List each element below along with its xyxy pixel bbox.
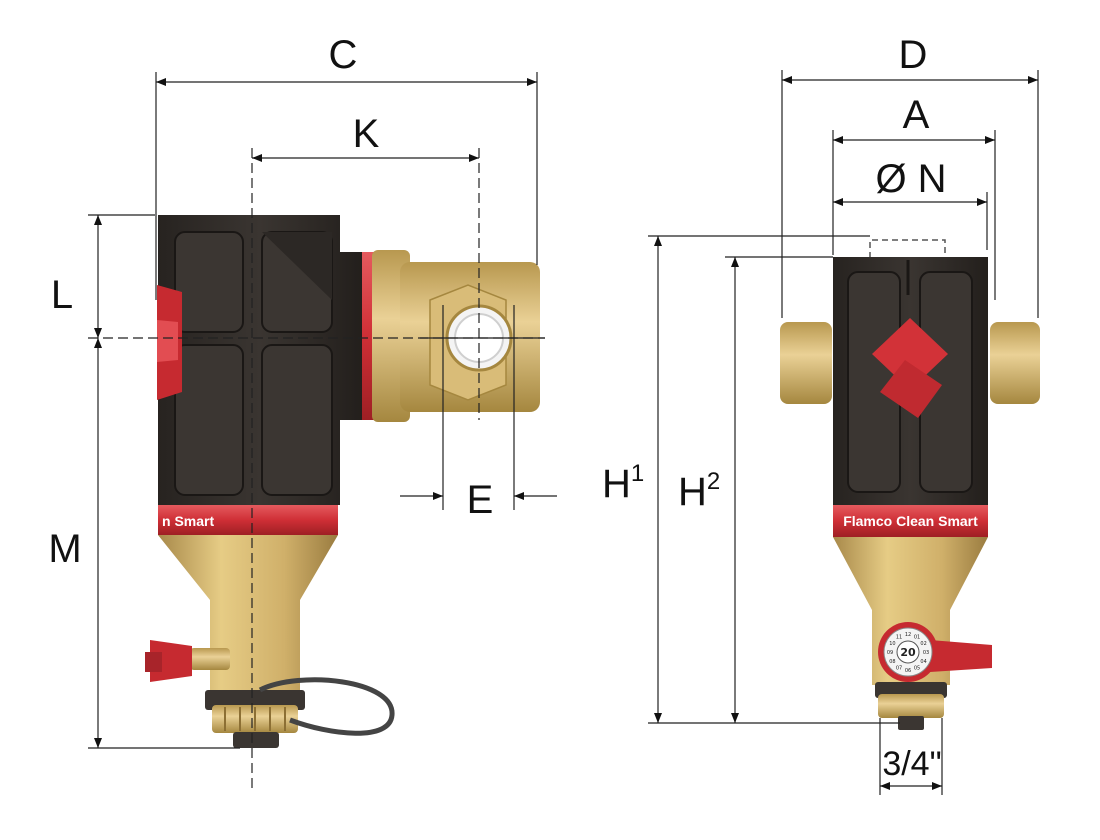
dial-value: 20 [900, 646, 916, 659]
side-cable-loop [258, 677, 395, 736]
dimension-labels: C K L M E D A Ø N H1 H2 3/4" [48, 33, 946, 783]
front-red-band: Flamco Clean Smart [833, 505, 988, 537]
dial-tick-label: 09 [887, 650, 893, 656]
dim-label-k: K [353, 112, 380, 156]
dial-tick-label: 04 [920, 659, 926, 665]
side-outlet-port [352, 250, 540, 422]
dial-tick-label: 08 [889, 659, 895, 665]
front-body [833, 257, 988, 505]
front-drain-lever [930, 640, 992, 672]
front-brand-text: Flamco Clean Smart [843, 513, 978, 529]
dim-label-h1-sup: 1 [631, 460, 644, 487]
dim-label-n: Ø N [875, 157, 946, 201]
dial-tick-label: 12 [905, 632, 911, 638]
side-red-band: n Smart [158, 505, 338, 535]
dial-tick-label: 10 [889, 641, 895, 647]
dial-tick-label: 07 [896, 666, 902, 672]
dial-tick-label: 06 [905, 668, 911, 674]
dim-label-h2-base: H [678, 470, 707, 514]
front-side-ports [780, 322, 1040, 404]
side-body [158, 215, 362, 505]
dim-label-m: M [48, 527, 81, 571]
dial-tick-label: 05 [914, 666, 920, 672]
front-dashed-cap [869, 239, 946, 258]
flamco-logo [872, 318, 948, 418]
dim-label-h1-base: H [602, 462, 631, 506]
dial-tick-label: 02 [920, 641, 926, 647]
dim-label-l: L [51, 273, 73, 317]
side-drain-valve [145, 640, 230, 682]
dial-tick-label: 03 [923, 650, 929, 656]
dim-label-thread: 3/4" [882, 745, 941, 783]
dimension-lines [88, 70, 1039, 795]
dim-label-c: C [329, 33, 358, 77]
dim-label-h1: H1 [602, 460, 644, 506]
dim-label-e: E [467, 478, 494, 522]
dial-tick-label: 01 [914, 634, 920, 640]
dim-label-h2: H2 [678, 468, 720, 514]
side-view: n Smart [145, 215, 540, 748]
dial-tick-label: 11 [896, 634, 902, 640]
dim-label-d: D [899, 33, 928, 77]
dim-label-a: A [903, 93, 930, 137]
dim-label-h2-sup: 2 [707, 468, 720, 495]
side-cone [158, 535, 338, 748]
side-brand-text: n Smart [162, 513, 214, 529]
side-red-knob [157, 285, 182, 400]
